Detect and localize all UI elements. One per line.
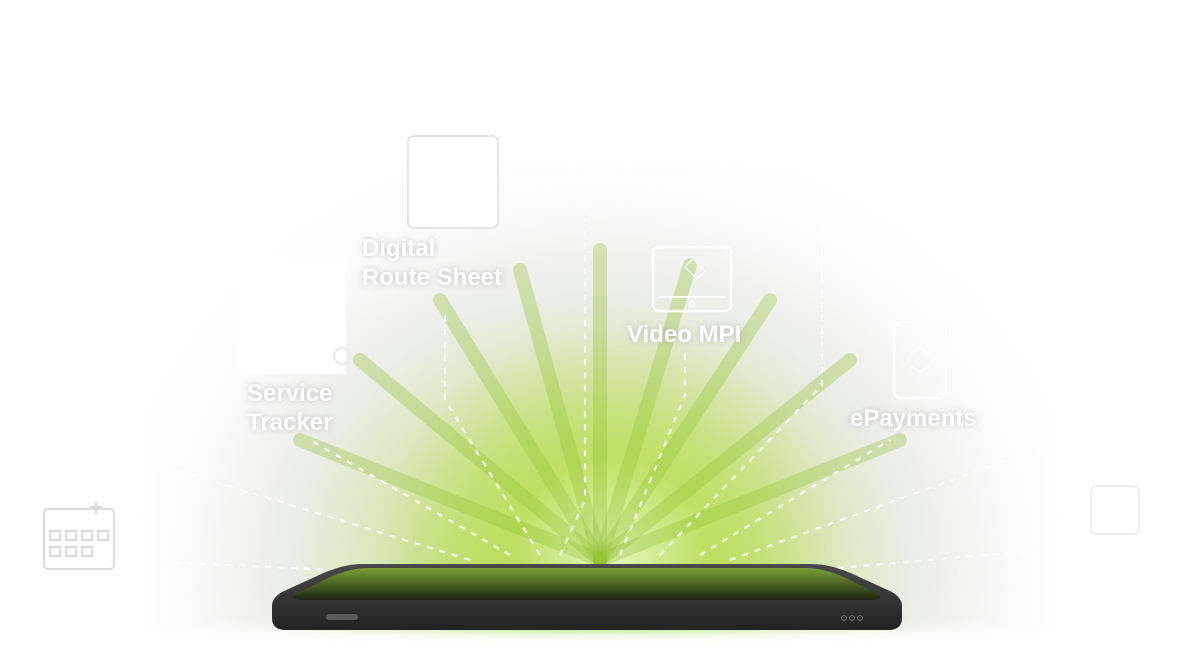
tablet-icon	[651, 245, 733, 313]
clipboard-icon	[398, 128, 508, 233]
calendar-grid-icon	[38, 495, 118, 575]
tracker-card-icon	[236, 258, 354, 376]
feature-label-epayments: ePayments	[850, 405, 977, 432]
speaker-grille	[326, 614, 358, 620]
feature-label-video-mpi: Video MPI	[627, 321, 742, 348]
glow-core	[380, 330, 840, 590]
faded-icon	[1085, 480, 1145, 540]
feature-label-service-tracker: Service Tracker	[247, 380, 333, 436]
phone-payment-icon	[890, 318, 950, 400]
feature-label-digital-route-sheet: Digital Route Sheet	[362, 235, 503, 291]
phone-body	[272, 564, 902, 630]
smartphone	[272, 562, 902, 632]
